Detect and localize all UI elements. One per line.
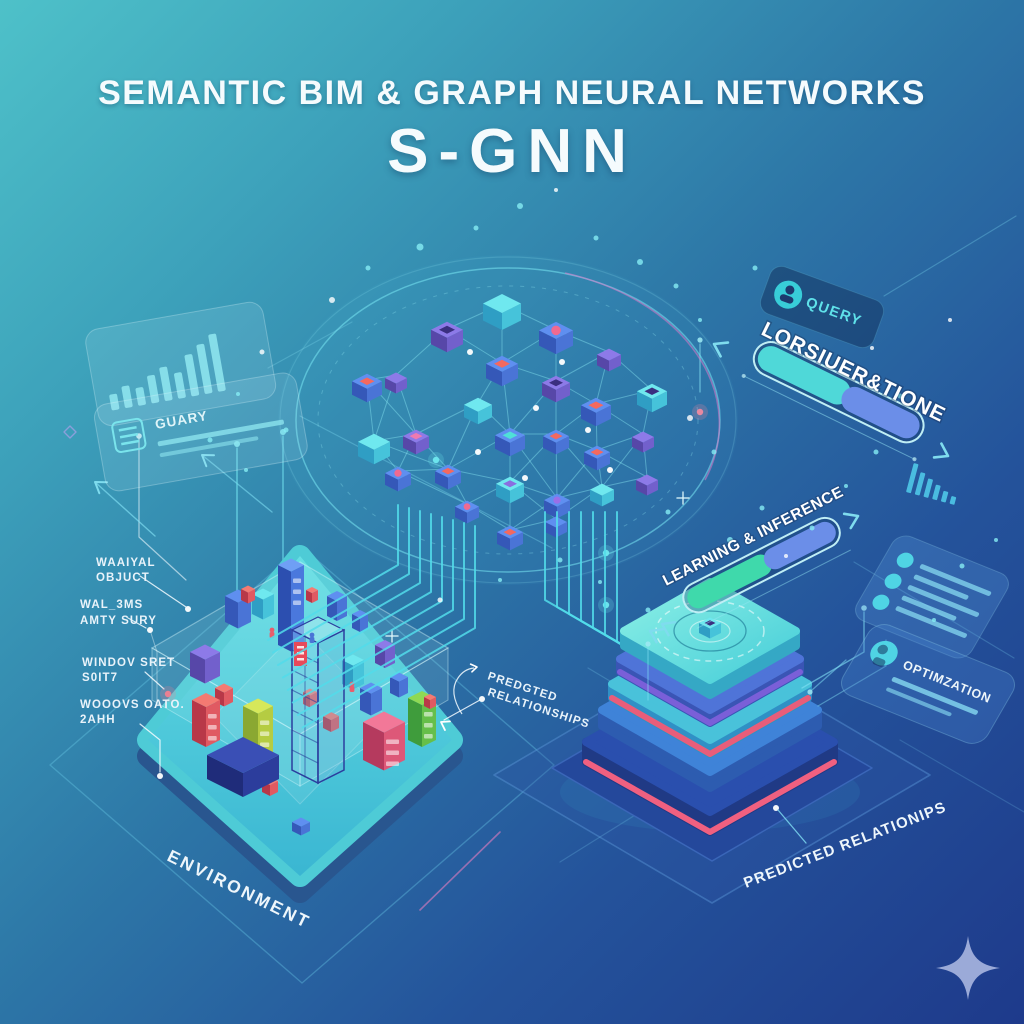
person-search-icon (774, 280, 803, 309)
document-list-icon (93, 372, 308, 492)
list-card (855, 535, 1009, 659)
callout-4-line1: WOOOVS OATO. (80, 699, 185, 711)
callout-1-line1: WAAIYAL (96, 557, 156, 569)
callout-1-line2: OBJUCT (96, 572, 150, 584)
page-subtitle: SEMANTIC BIM & GRAPH NEURAL NETWORKS (98, 74, 926, 112)
environment-scene (137, 545, 463, 903)
neural-graph (278, 255, 738, 643)
optimization-card (840, 624, 1016, 744)
four-point-star-icon (936, 936, 1000, 1000)
query-badge (759, 265, 885, 349)
callout-2-line1: WAL_3MS (80, 599, 143, 611)
learning-progress-bar (682, 516, 851, 629)
callout-2-line2: AMTY SURY (80, 615, 157, 627)
prediction-stack (551, 578, 887, 862)
callout-3-line1: WINDOV SRET (82, 657, 175, 669)
callout-leaders (127, 575, 807, 844)
bar-chart-icon (85, 301, 277, 427)
page-title: S-GNN (387, 117, 637, 186)
callout-3-line2: S0IT7 (82, 672, 118, 684)
callout-4-line2: 2AHH (80, 714, 116, 726)
side-panels (85, 265, 1016, 744)
scatter-dots (63, 188, 998, 622)
bar-chart-icon (906, 463, 957, 505)
query-progress-bar (741, 341, 925, 462)
connection-bundles (267, 504, 721, 729)
